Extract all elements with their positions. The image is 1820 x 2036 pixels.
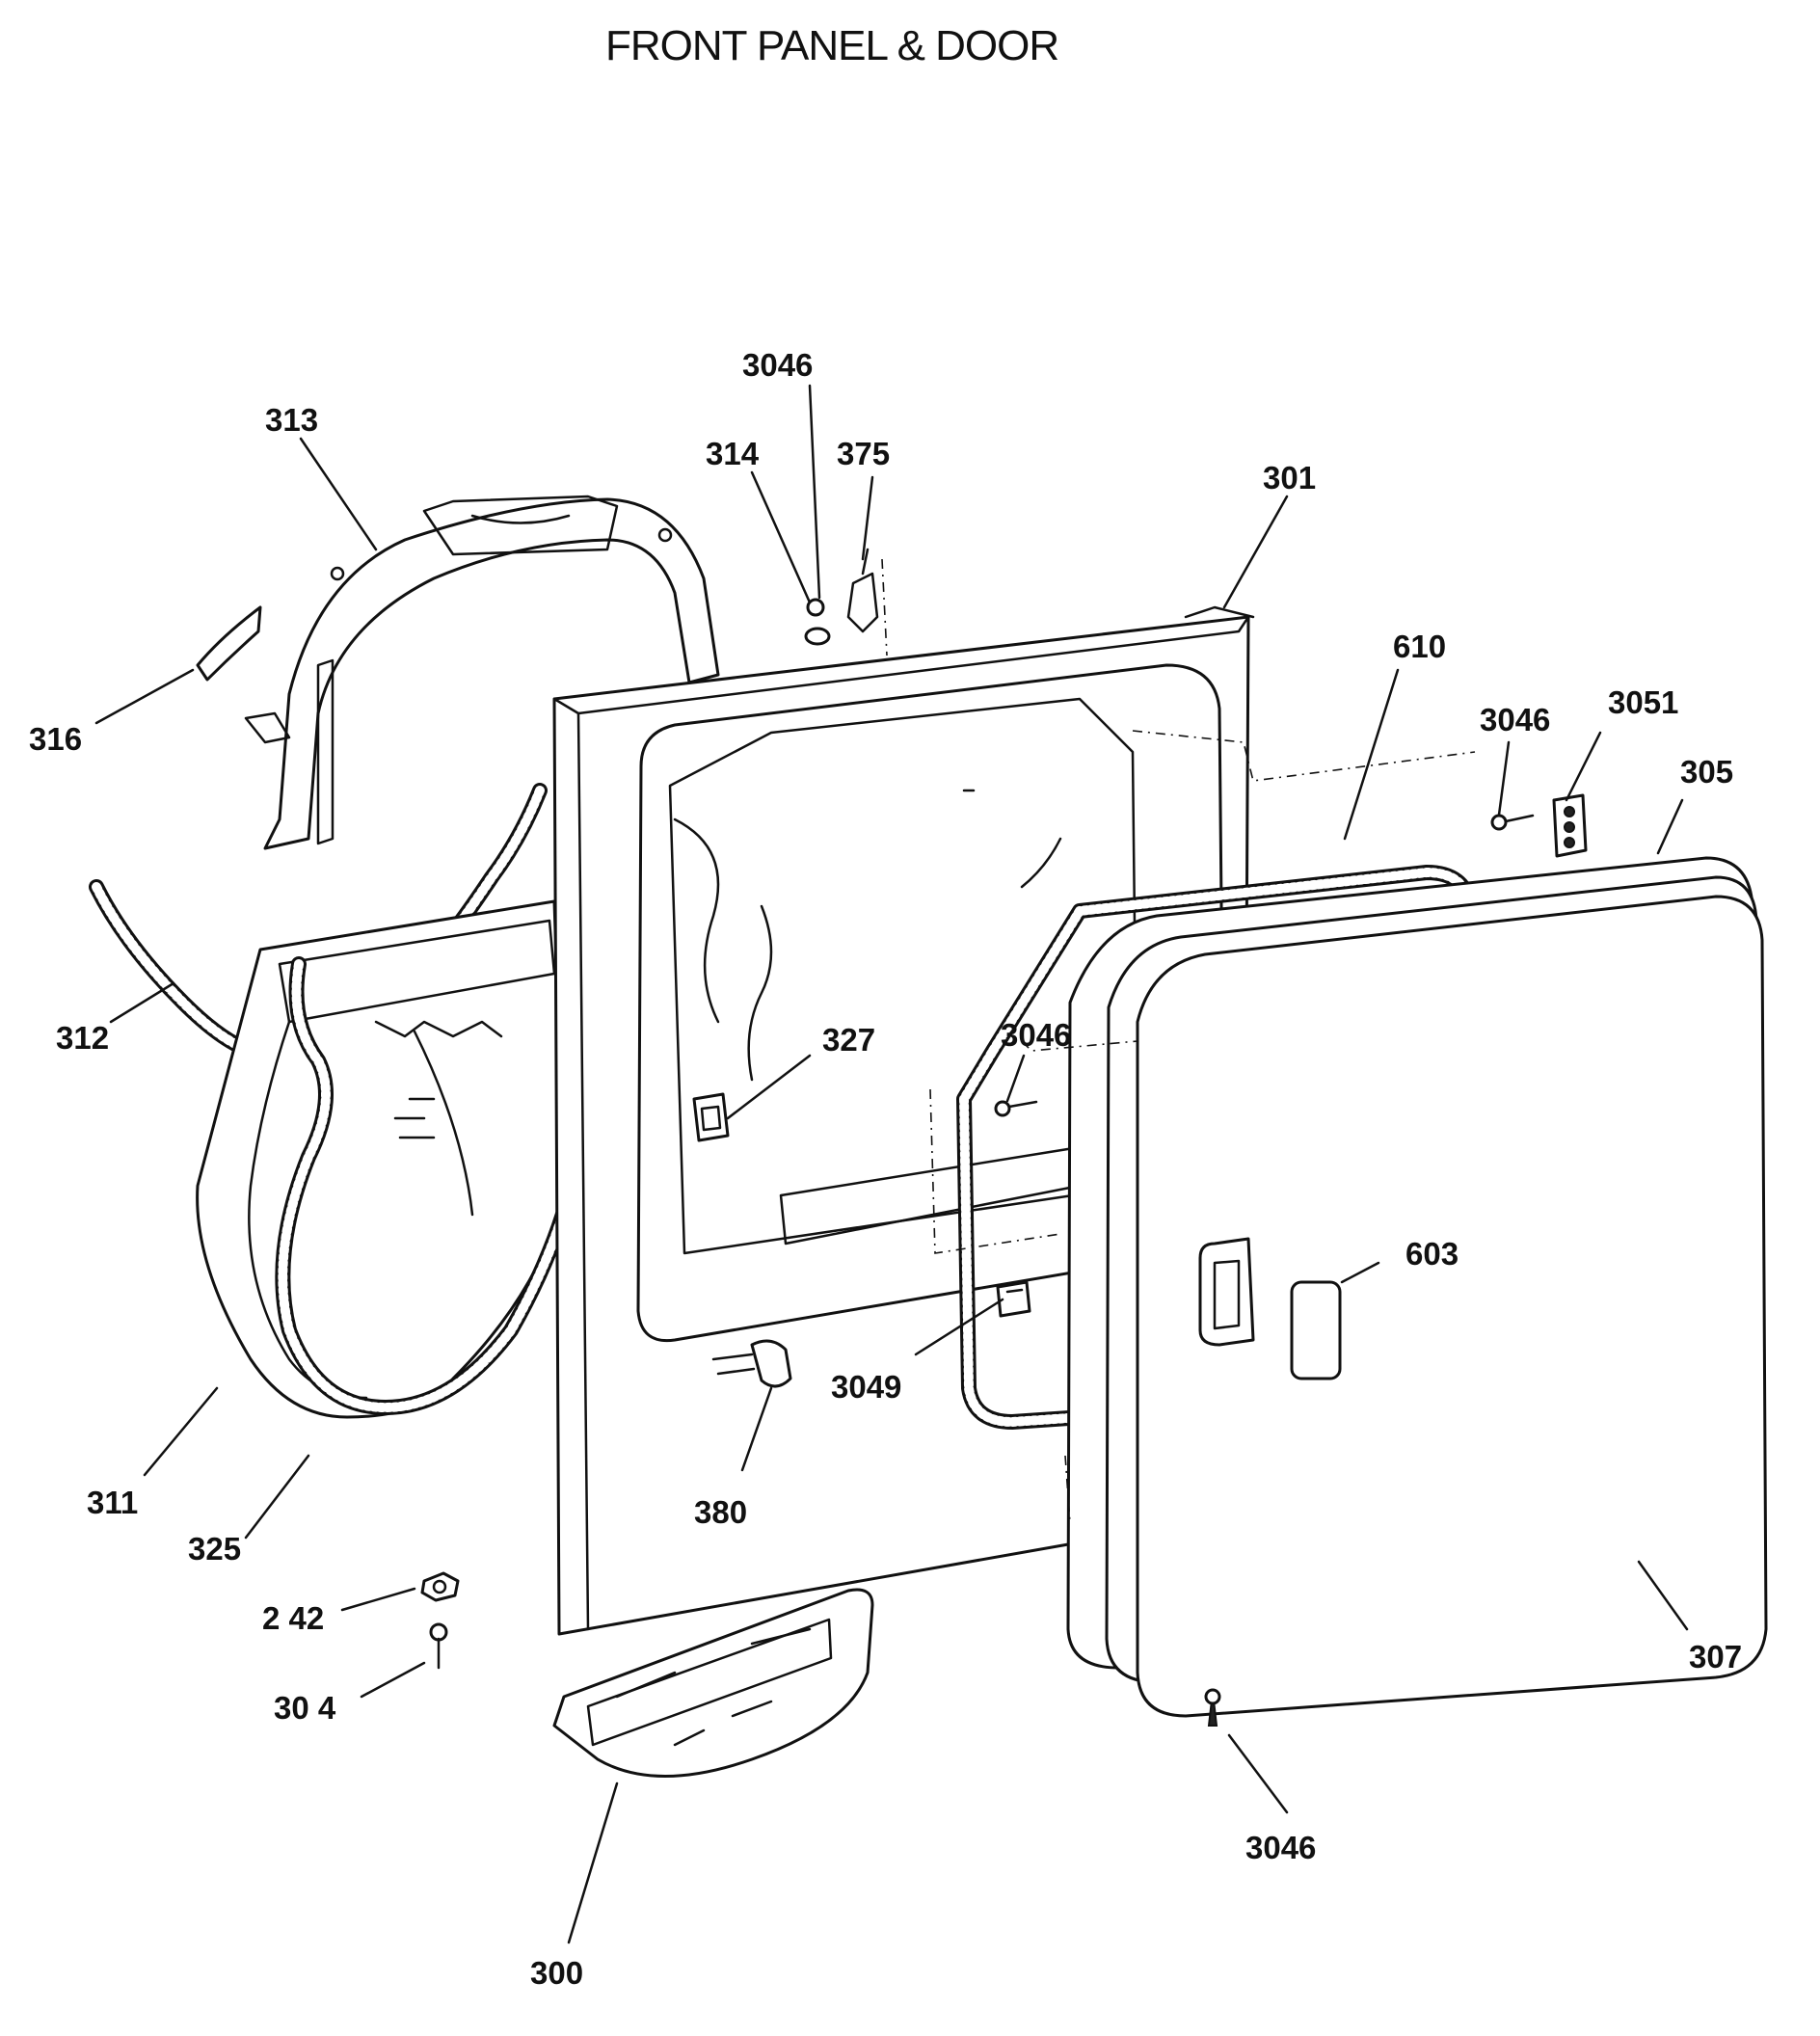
part-307-door <box>1066 856 1768 1718</box>
callout-313: 313 <box>265 402 318 438</box>
callout-311: 311 <box>87 1485 138 1520</box>
screw-3046-bottom <box>1204 1688 1221 1727</box>
callout-3046-top: 3046 <box>742 347 813 383</box>
part-304-screw <box>429 1622 448 1670</box>
callout-3046-door: 3046 <box>1001 1017 1071 1053</box>
callout-307: 307 <box>1689 1639 1742 1674</box>
leader-lines <box>94 384 1689 1944</box>
part-313-drum-bracket <box>244 495 720 850</box>
callout-3049: 3049 <box>831 1369 901 1405</box>
part-380-door-switch <box>711 1339 792 1388</box>
callout-314: 314 <box>706 436 760 471</box>
screw-3046-hinge <box>1490 814 1535 831</box>
callout-3046-bottom: 3046 <box>1245 1830 1316 1865</box>
part-242-nut <box>420 1571 460 1602</box>
part-603-door-handle <box>1290 1280 1342 1380</box>
part-3049-switch <box>996 1280 1031 1318</box>
part-314-375-latch <box>804 548 879 646</box>
callout-301: 301 <box>1263 460 1316 496</box>
callout-327: 327 <box>822 1022 875 1058</box>
callout-316: 316 <box>29 721 82 757</box>
part-327-strike <box>692 1092 730 1142</box>
alignment-lines <box>881 558 1476 1524</box>
diagram-title: FRONT PANEL & DOOR <box>605 22 1058 69</box>
callout-300: 300 <box>530 1955 583 1991</box>
callout-304: 30 4 <box>274 1690 336 1726</box>
part-316-pad <box>196 605 262 682</box>
callout-325: 325 <box>188 1531 241 1567</box>
part-325-duct-gasket <box>275 956 576 1415</box>
callout-603: 603 <box>1405 1236 1459 1272</box>
callout-610: 610 <box>1393 629 1446 664</box>
callout-labels: 3046 313 314 375 301 610 3046 3051 305 3… <box>29 347 1742 1991</box>
part-felt-seal-upper <box>450 783 548 933</box>
callout-3046-right: 3046 <box>1480 702 1550 737</box>
part-3051-hinge <box>1552 793 1588 858</box>
callout-312: 312 <box>56 1020 109 1056</box>
screw-3046-door <box>994 1100 1038 1117</box>
callout-242: 2 42 <box>262 1600 324 1636</box>
part-300-toe-panel <box>552 1588 874 1778</box>
callout-3051: 3051 <box>1608 684 1678 720</box>
callout-380: 380 <box>694 1494 747 1530</box>
part-312-felt-seal <box>89 879 258 1058</box>
callout-305: 305 <box>1680 754 1733 790</box>
callout-375: 375 <box>837 436 890 471</box>
